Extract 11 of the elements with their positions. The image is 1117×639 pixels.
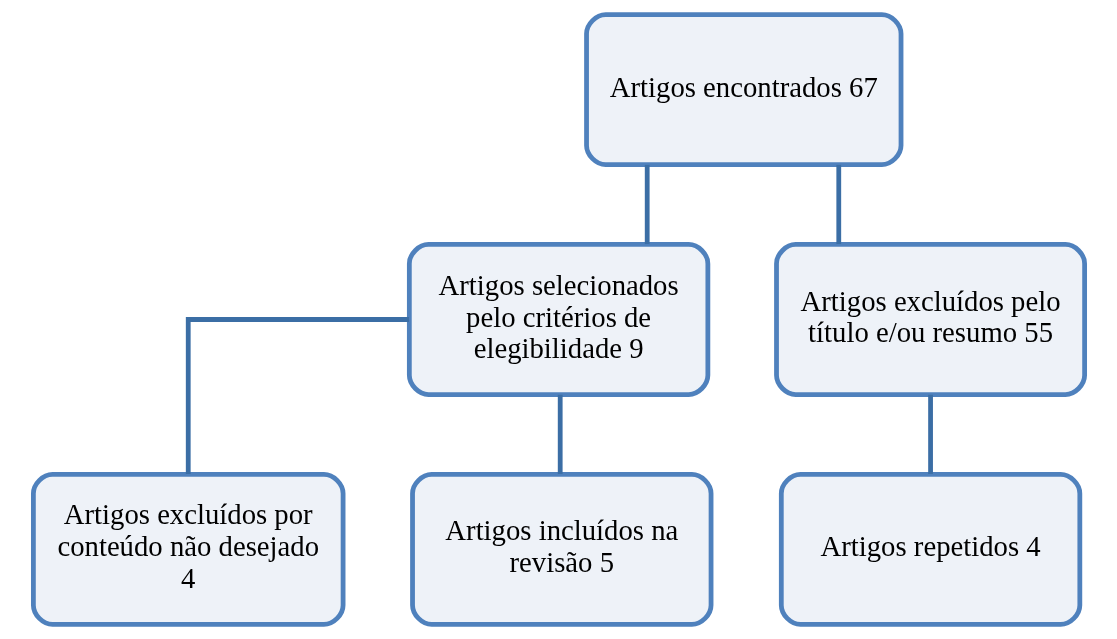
node-box: Artigos repetidos 4: [778, 471, 1082, 627]
node-box: Artigos incluídos na revisão 5: [409, 471, 713, 627]
connector: [927, 394, 933, 474]
node-box: Artigos excluídos pelo título e/ou resumo 55: [773, 242, 1087, 397]
connector: [185, 317, 409, 475]
node-box: Artigos excluídos por conteúdo não desejado 4: [30, 471, 345, 627]
connector: [835, 164, 841, 245]
node-box: Artigos selecionados pelo critérios de elegibilidade 9: [406, 242, 710, 397]
connector: [557, 394, 563, 474]
connector: [644, 164, 650, 245]
node-box: Artigos encontrados 67: [583, 12, 903, 168]
